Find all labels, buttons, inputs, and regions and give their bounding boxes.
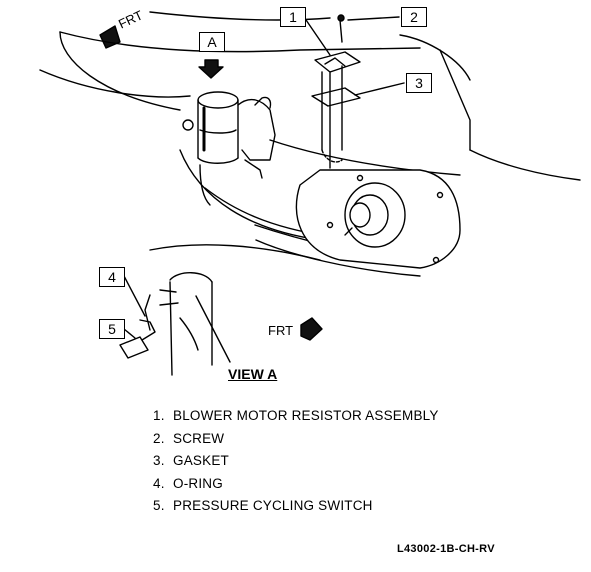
leader-lines [123, 16, 405, 339]
legend-number: 4. [153, 475, 165, 491]
figure-code: L43002-1B-CH-RV [397, 543, 495, 555]
legend-item: 2. SCREW [153, 428, 439, 451]
callout-5: 5 [99, 319, 125, 339]
legend-number: 2. [153, 430, 165, 446]
view-a-label: VIEW A [228, 366, 278, 382]
legend-number: 1. [153, 408, 165, 423]
view-tag-a: A [199, 32, 225, 52]
legend-item: 4. O-RING [153, 473, 439, 496]
callout-4: 4 [99, 267, 125, 287]
callout-3: 3 [406, 73, 432, 93]
legend-text: PRESSURE CYCLING SWITCH [173, 498, 373, 513]
callout-1: 1 [280, 7, 306, 27]
legend-text: GASKET [173, 453, 229, 468]
resistor-assembly-parts [311, 14, 361, 169]
legend-item: 3. GASKET [153, 450, 439, 473]
blower-housing [295, 169, 461, 269]
legend-text: SCREW [173, 430, 225, 446]
view-a-arrow-icon [198, 59, 224, 79]
legend-text: BLOWER MOTOR RESISTOR ASSEMBLY [173, 408, 439, 423]
legend-item: 1. BLOWER MOTOR RESISTOR ASSEMBLY [153, 405, 439, 428]
frt-label-mid: FRT [268, 323, 294, 338]
view-a-inset [119, 272, 231, 376]
parts-legend: 1. BLOWER MOTOR RESISTOR ASSEMBLY 2. SCREW… [153, 405, 439, 518]
legend-number: 5. [153, 498, 165, 513]
legend-number: 3. [153, 453, 165, 468]
front-arrow-top-icon [99, 25, 121, 49]
accumulator-canister [182, 91, 276, 206]
legend-text: O-RING [173, 475, 223, 491]
callout-2: 2 [401, 7, 427, 27]
front-arrow-mid-icon [300, 317, 323, 341]
legend-item: 5. PRESSURE CYCLING SWITCH [153, 495, 439, 518]
